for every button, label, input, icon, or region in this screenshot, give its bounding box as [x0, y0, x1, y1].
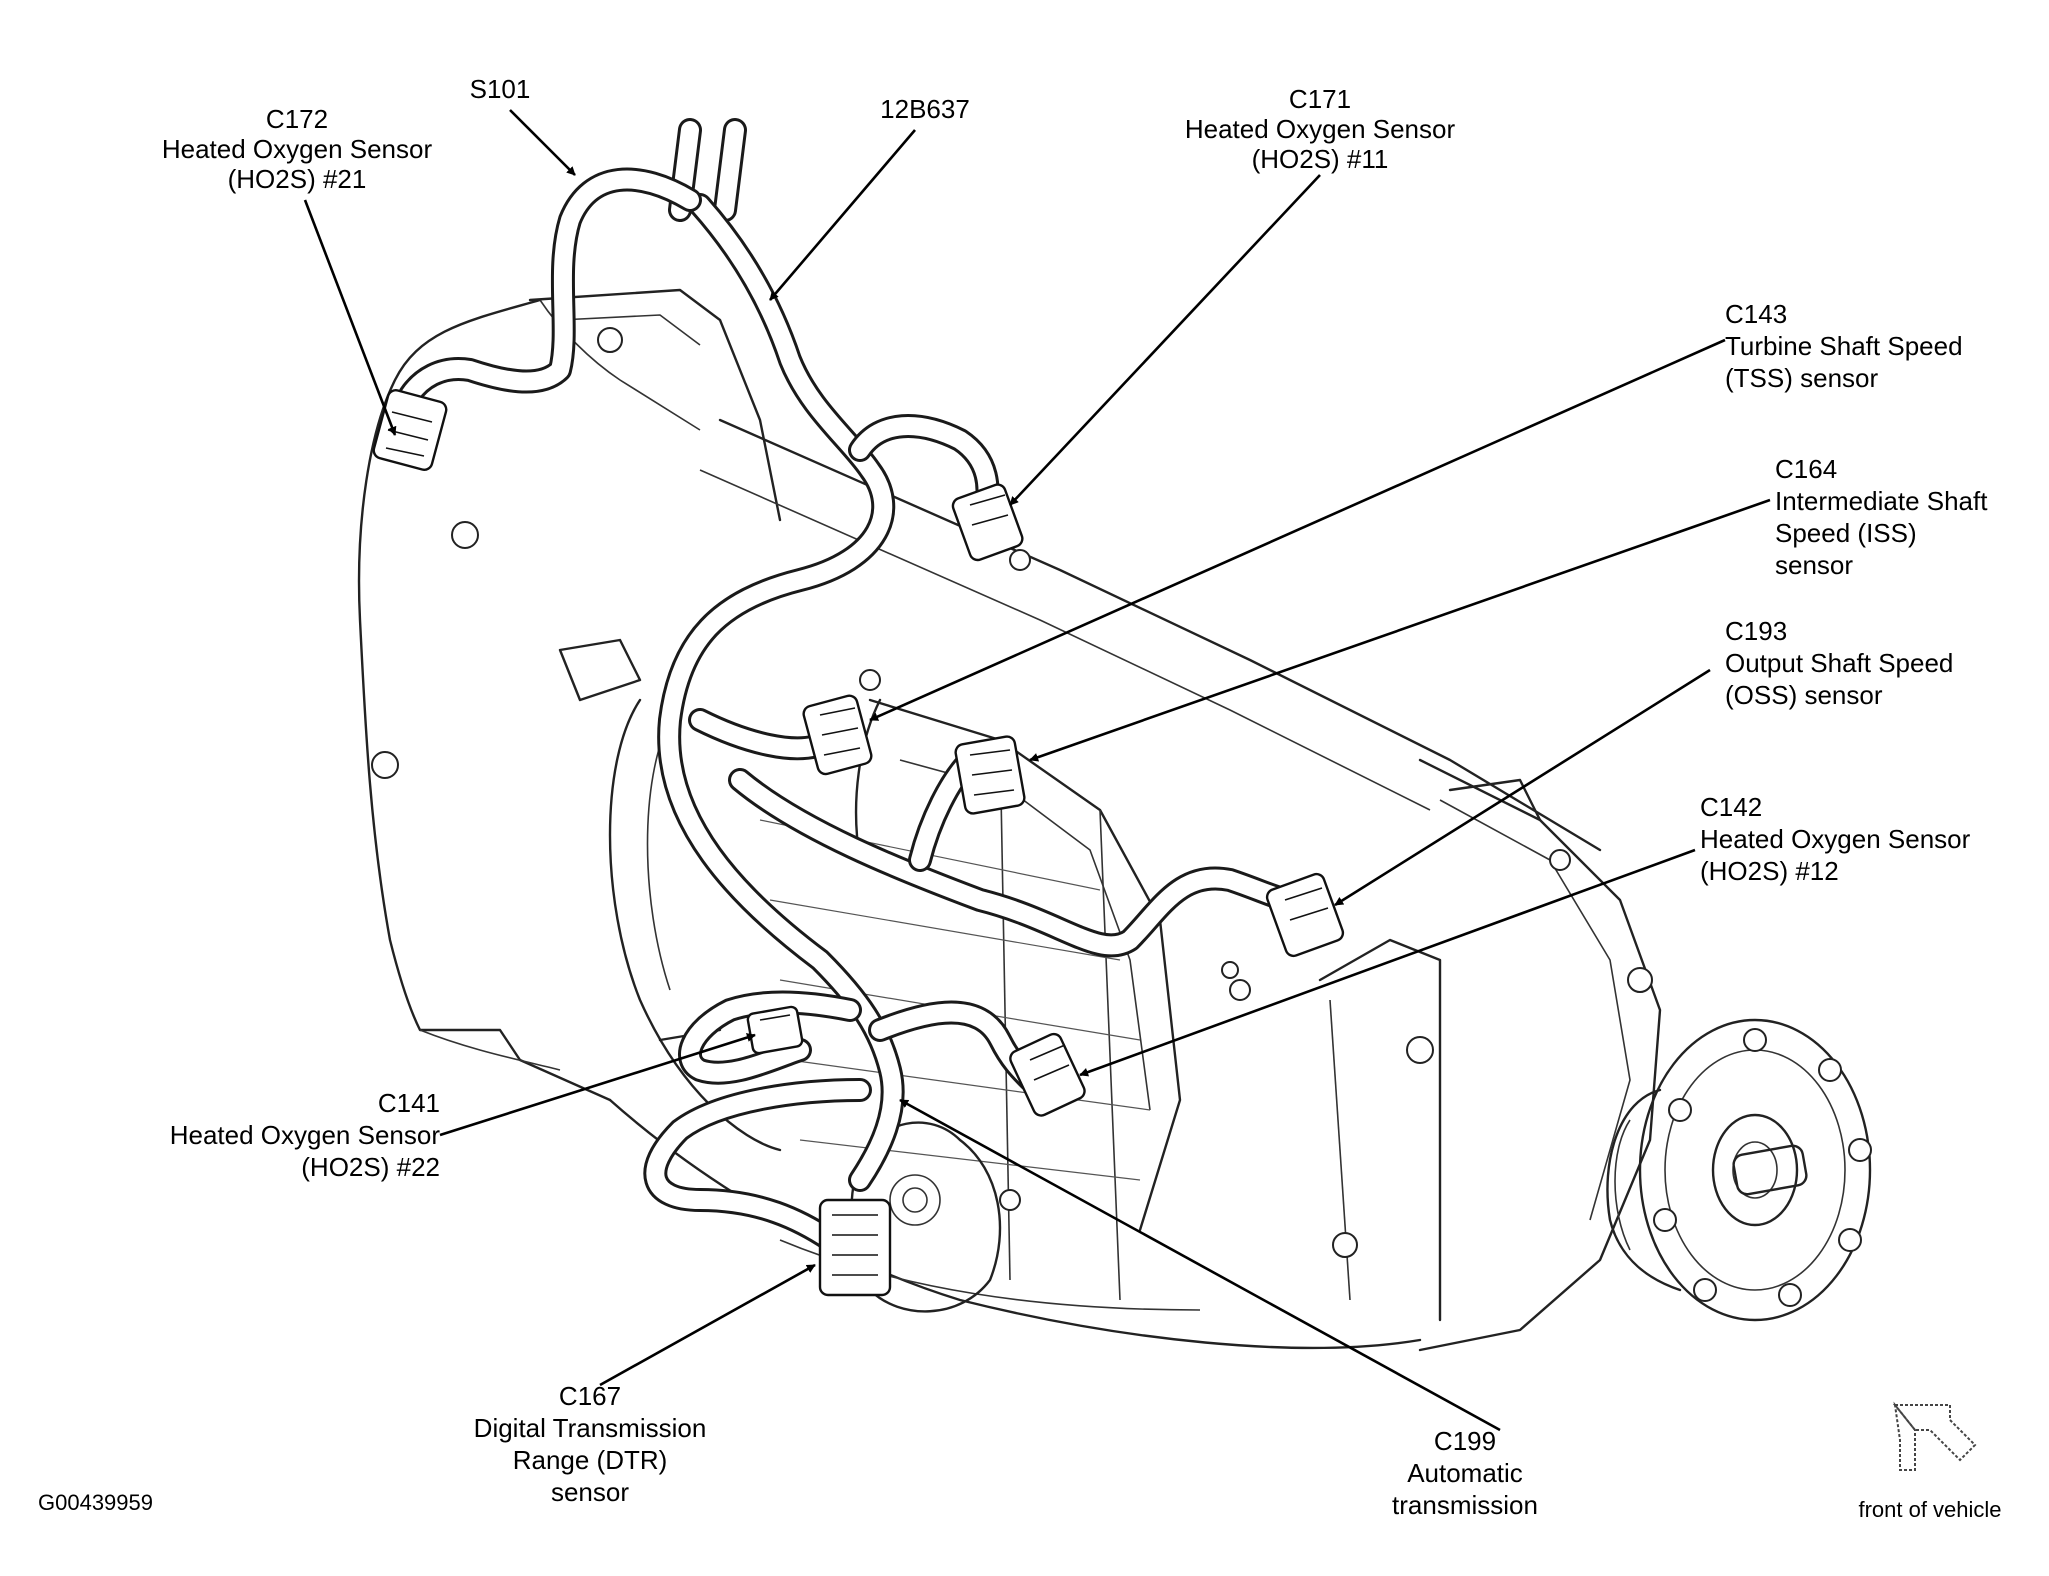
label-c172-line1: C172: [266, 104, 328, 134]
front-direction-arrow-icon: [1892, 1401, 1977, 1471]
connector-c171: [951, 483, 1024, 562]
label-12b637-line1: 12B637: [880, 94, 970, 124]
label-c141-line1: C141: [378, 1088, 440, 1118]
label-s101-line1: S101: [470, 74, 531, 104]
label-c142: C142 Heated Oxygen Sensor (HO2S) #12: [1700, 792, 1971, 886]
label-c199-line1: C199: [1434, 1426, 1496, 1456]
label-c167-line4: sensor: [551, 1477, 629, 1507]
connector-c142: [1009, 1032, 1086, 1117]
connector-c172: [372, 389, 448, 471]
connector-c143: [802, 694, 873, 776]
label-c199: C199 Automatic transmission: [1392, 1426, 1538, 1520]
label-c143: C143 Turbine Shaft Speed (TSS) sensor: [1725, 299, 1963, 393]
label-c164-line2: Intermediate Shaft: [1775, 486, 1988, 516]
label-c142-line3: (HO2S) #12: [1700, 856, 1839, 886]
connector-c164: [954, 735, 1026, 815]
label-c171: C171 Heated Oxygen Sensor (HO2S) #11: [1185, 84, 1456, 174]
label-c167-line1: C167: [559, 1381, 621, 1411]
label-c193-line1: C193: [1725, 616, 1787, 646]
label-c141: C141 Heated Oxygen Sensor (HO2S) #22: [170, 1088, 441, 1182]
connector-c167: [818, 1198, 892, 1297]
label-c143-line2: Turbine Shaft Speed: [1725, 331, 1963, 361]
leader-lines: [303, 109, 1771, 1432]
connector-c193: [1265, 872, 1345, 958]
label-c172: C172 Heated Oxygen Sensor (HO2S) #21: [162, 104, 433, 194]
label-c171-line2: Heated Oxygen Sensor: [1185, 114, 1456, 144]
label-s101: S101: [470, 74, 531, 104]
label-c172-line3: (HO2S) #21: [228, 164, 367, 194]
label-c199-line2: Automatic: [1407, 1458, 1523, 1488]
label-c167-line2: Digital Transmission: [474, 1413, 707, 1443]
label-c193: C193 Output Shaft Speed (OSS) sensor: [1725, 616, 1953, 710]
label-c164: C164 Intermediate Shaft Speed (ISS) sens…: [1775, 454, 1988, 580]
label-c141-line3: (HO2S) #22: [301, 1152, 440, 1182]
label-c143-line1: C143: [1725, 299, 1787, 329]
label-c142-line2: Heated Oxygen Sensor: [1700, 824, 1971, 854]
label-c193-line3: (OSS) sensor: [1725, 680, 1883, 710]
label-c171-line1: C171: [1289, 84, 1351, 114]
label-c172-line2: Heated Oxygen Sensor: [162, 134, 433, 164]
label-c164-line1: C164: [1775, 454, 1837, 484]
label-c193-line2: Output Shaft Speed: [1725, 648, 1953, 678]
label-c141-line2: Heated Oxygen Sensor: [170, 1120, 441, 1150]
label-c199-line3: transmission: [1392, 1490, 1538, 1520]
label-c167-line3: Range (DTR): [513, 1445, 668, 1475]
label-c164-line4: sensor: [1775, 550, 1853, 580]
connector-c141: [746, 1005, 804, 1055]
label-c167: C167 Digital Transmission Range (DTR) se…: [474, 1381, 707, 1507]
output-flange: [1606, 1018, 1872, 1322]
label-c171-line3: (HO2S) #11: [1252, 144, 1389, 174]
front-of-vehicle-label: front of vehicle: [1858, 1497, 2001, 1522]
figure-id: G00439959: [38, 1490, 153, 1515]
label-12b637: 12B637: [880, 94, 970, 124]
housing-bolts: [371, 327, 1653, 1258]
wiring-harness-12b637: [398, 118, 1302, 1252]
label-c143-line3: (TSS) sensor: [1725, 363, 1878, 393]
label-c164-line3: Speed (ISS): [1775, 518, 1917, 548]
label-c142-line1: C142: [1700, 792, 1762, 822]
